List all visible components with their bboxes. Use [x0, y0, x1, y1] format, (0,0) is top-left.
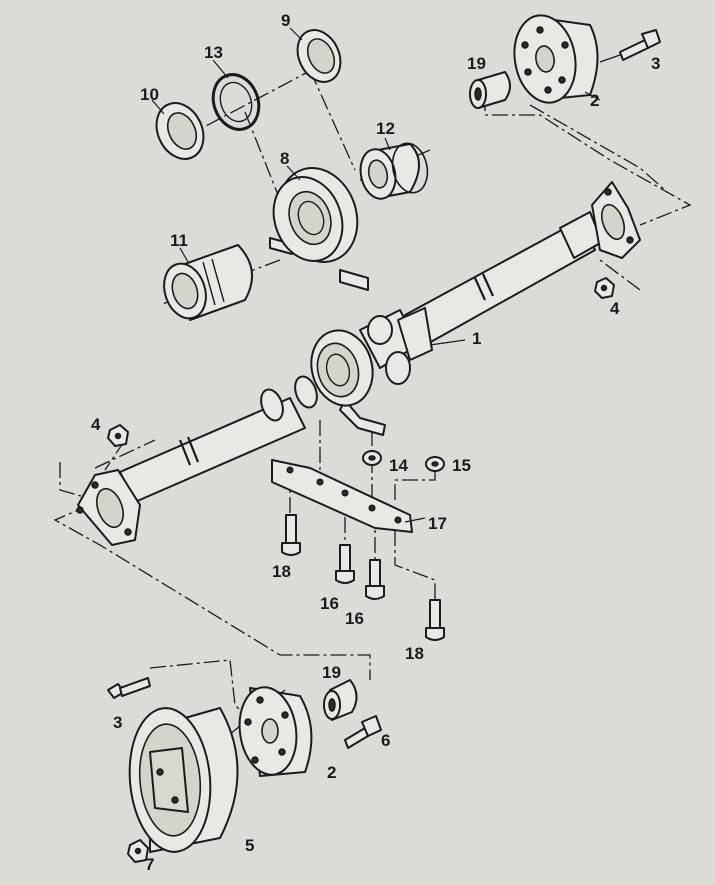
seal-ring-9	[296, 29, 342, 83]
callout-8: 8	[280, 149, 290, 168]
callout-2-bottom: 2	[327, 763, 337, 782]
bush-19-top	[469, 71, 511, 109]
callout-9: 9	[281, 11, 291, 30]
center-bearing-8	[269, 167, 369, 291]
callout-13: 13	[204, 43, 223, 62]
callout-14: 14	[389, 456, 408, 475]
propeller-shaft-1	[76, 181, 641, 546]
bolt-16-right	[365, 559, 385, 600]
callout-11: 11	[170, 231, 188, 250]
vibration-damper-5	[128, 707, 239, 853]
leader-lines	[151, 27, 601, 523]
nut-4-front	[107, 424, 129, 447]
callout-19-top: 19	[467, 54, 486, 73]
callout-3-top: 3	[651, 54, 661, 73]
nut-7	[127, 839, 149, 863]
ball-bearing-12	[359, 142, 429, 200]
callout-19-bottom: 19	[322, 663, 341, 682]
bolt-3-top	[599, 29, 661, 63]
flexible-coupling-bottom	[238, 686, 313, 777]
callout-12: 12	[376, 119, 395, 138]
callout-7: 7	[145, 855, 155, 874]
circlip-13	[211, 73, 261, 131]
callout-4-front: 4	[91, 415, 101, 434]
callout-2-top: 2	[590, 91, 600, 110]
bolt-18-left	[281, 514, 301, 556]
callout-16-right: 16	[345, 609, 364, 628]
callout-10: 10	[140, 85, 159, 104]
callout-16-left: 16	[320, 594, 339, 613]
callout-6: 6	[381, 731, 391, 750]
washer-15	[425, 456, 445, 472]
callout-5: 5	[245, 836, 255, 855]
bolt-18-right	[425, 599, 445, 641]
mounting-plate-17	[271, 459, 413, 533]
nut-4-rear	[594, 277, 615, 299]
centering-sleeve-11	[163, 244, 254, 321]
flexible-coupling-top	[513, 14, 599, 104]
callout-3-bottom: 3	[113, 713, 123, 732]
callout-18-left: 18	[272, 562, 291, 581]
callout-1: 1	[472, 329, 482, 348]
bolt-6	[344, 715, 382, 749]
bolt-3-bottom	[107, 677, 151, 699]
bush-19-bottom	[323, 679, 358, 721]
callout-18-right: 18	[405, 644, 424, 663]
callout-17: 17	[428, 514, 447, 533]
bolt-16-left	[335, 544, 355, 584]
seal-ring-10	[155, 102, 205, 160]
washer-14	[362, 450, 382, 466]
callout-4-rear: 4	[610, 299, 620, 318]
callout-15: 15	[452, 456, 471, 475]
